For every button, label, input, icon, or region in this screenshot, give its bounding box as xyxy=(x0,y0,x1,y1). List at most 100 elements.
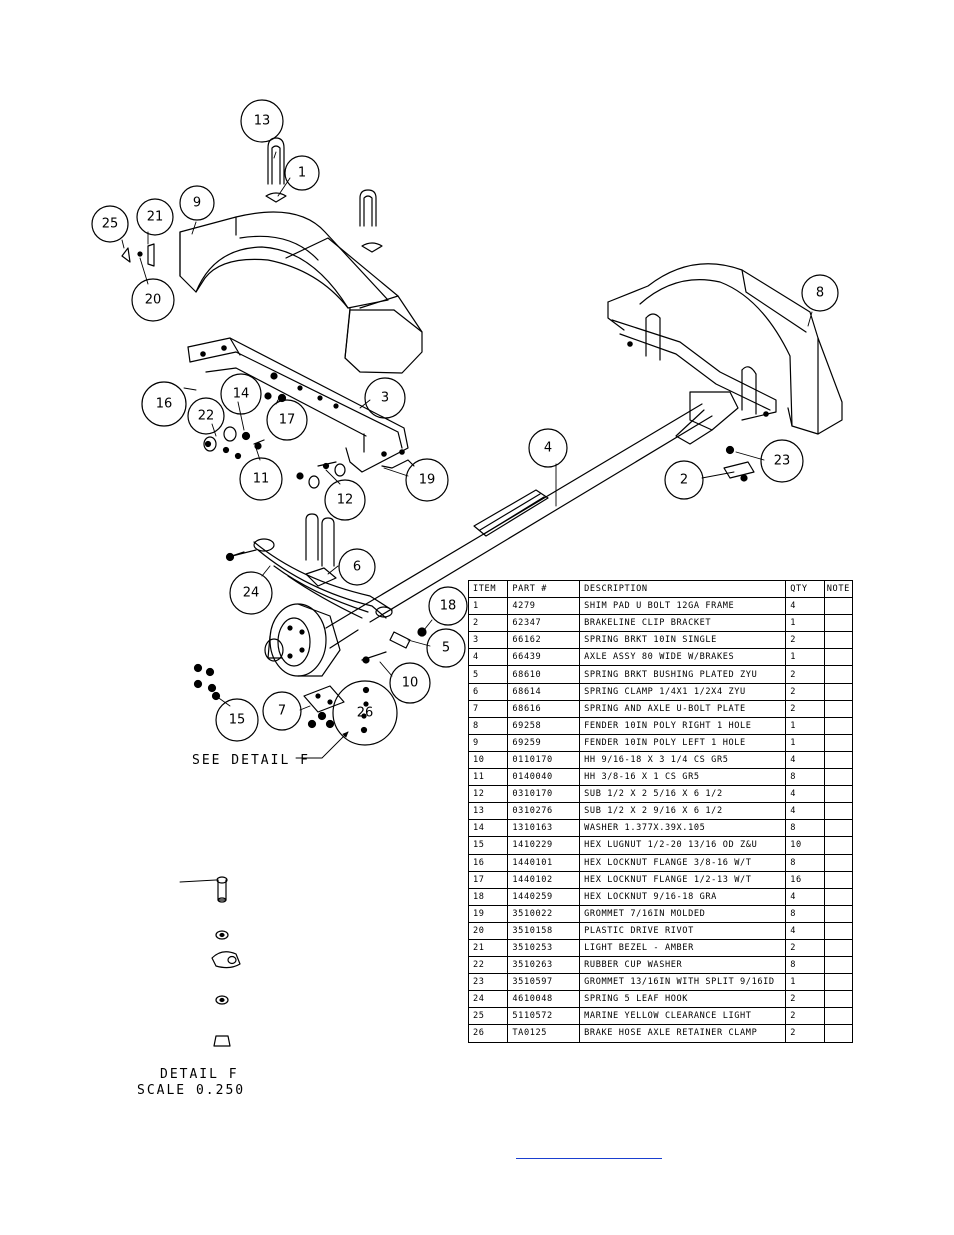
bom-cell-note xyxy=(823,750,854,770)
balloon-number: 4 xyxy=(544,441,552,456)
bom-cell-part: 66439 xyxy=(507,648,581,667)
footer-link[interactable] xyxy=(516,1146,662,1159)
bom-cell-qty: 2 xyxy=(785,631,825,650)
bom-cell-description: SPRING BRKT 10IN SINGLE xyxy=(579,631,787,650)
bom-cell-part: 69259 xyxy=(507,733,581,752)
balloon-circle xyxy=(426,628,466,668)
bom-cell-part: 66162 xyxy=(507,631,581,650)
balloon-number: 11 xyxy=(253,472,270,487)
balloon-circle xyxy=(266,399,308,441)
bom-cell-part: 3510022 xyxy=(507,904,581,923)
balloon-number: 17 xyxy=(279,413,296,428)
balloon-number: 19 xyxy=(419,473,436,488)
bom-cell-part: 1440101 xyxy=(507,853,581,872)
bom-cell-qty: 8 xyxy=(785,956,825,975)
bom-cell-qty: 4 xyxy=(785,750,825,770)
bom-cell-item: 6 xyxy=(467,682,509,701)
axle-tube xyxy=(355,391,739,623)
balloon-circle xyxy=(141,381,187,427)
bom-cell-description: BRAKELINE CLIP BRACKET xyxy=(579,614,787,633)
bom-cell-part: 4610048 xyxy=(507,990,581,1009)
bom-cell-description: SPRING BRKT BUSHING PLATED ZYU xyxy=(579,665,787,684)
bom-cell-description: SUB 1/2 X 2 9/16 X 6 1/2 xyxy=(579,802,787,821)
bom-cell-part: 0140040 xyxy=(507,768,581,787)
balloon-circle xyxy=(262,691,302,731)
hub-brake-drum xyxy=(264,603,359,677)
bom-cell-item: 3 xyxy=(467,631,509,650)
bom-cell-part: 0310170 xyxy=(507,785,581,804)
left-spring-bracket-frame xyxy=(187,337,409,473)
bom-cell-item: 5 xyxy=(467,665,509,684)
bom-cell-description: FENDER 10IN POLY RIGHT 1 HOLE xyxy=(579,716,787,735)
bom-cell-qty: 4 xyxy=(785,785,825,804)
bom-cell-qty: 2 xyxy=(785,682,825,701)
balloon-number: 5 xyxy=(442,641,450,656)
leaf-spring xyxy=(231,538,393,619)
bom-cell-description: GROMMET 7/16IN MOLDED xyxy=(579,904,787,923)
balloon-number: 25 xyxy=(102,217,119,232)
balloon-circle xyxy=(428,586,468,626)
bom-cell-description: SHIM PAD U BOLT 12GA FRAME xyxy=(579,597,787,616)
bom-cell-item: 11 xyxy=(467,768,509,787)
bom-cell-note xyxy=(823,819,854,838)
bom-cell-qty: 1 xyxy=(785,648,825,667)
bom-cell-qty: 2 xyxy=(785,699,825,718)
balloon-circle xyxy=(332,680,398,746)
bom-cell-note xyxy=(823,938,854,958)
bom-cell-part: 1440259 xyxy=(507,887,581,906)
bom-cell-part: 68614 xyxy=(507,682,581,701)
balloon-number: 15 xyxy=(229,713,246,728)
bom-cell-qty: 4 xyxy=(785,802,825,821)
bom-cell-note xyxy=(823,853,854,872)
bom-header-item: ITEM xyxy=(467,579,509,599)
right-spring-bracket-frame xyxy=(611,313,777,421)
bom-cell-note xyxy=(823,665,854,684)
right-fender xyxy=(607,263,843,435)
balloon-number: 9 xyxy=(193,196,201,211)
bom-cell-item: 24 xyxy=(467,990,509,1009)
balloon-number: 14 xyxy=(233,387,250,402)
balloon-circle xyxy=(229,571,273,615)
bom-cell-note xyxy=(823,990,854,1009)
bom-cell-part: 0310276 xyxy=(507,802,581,821)
bom-cell-item: 19 xyxy=(467,904,509,923)
balloon-circle xyxy=(324,479,366,521)
bom-cell-item: 12 xyxy=(467,785,509,804)
bom-cell-description: SUB 1/2 X 2 5/16 X 6 1/2 xyxy=(579,785,787,804)
bom-cell-note xyxy=(823,870,854,889)
bom-cell-item: 15 xyxy=(467,836,509,855)
bom-cell-item: 21 xyxy=(467,938,509,958)
bom-header-part: PART # xyxy=(507,579,581,599)
bom-cell-description: PLASTIC DRIVE RIVOT xyxy=(579,921,787,940)
detail-caption-title: DETAIL F xyxy=(160,1067,239,1082)
bom-cell-part: 68610 xyxy=(507,665,581,684)
bom-cell-qty: 2 xyxy=(785,1007,825,1026)
bom-cell-item: 8 xyxy=(467,716,509,735)
bom-cell-note xyxy=(823,785,854,804)
bom-cell-description: HEX LUGNUT 1/2-20 13/16 OD Z&U xyxy=(579,836,787,855)
bom-cell-note xyxy=(823,597,854,616)
bom-cell-description: HEX LOCKNUT FLANGE 1/2-13 W/T xyxy=(579,870,787,889)
balloon-circle xyxy=(220,373,262,415)
bom-cell-part: 4279 xyxy=(507,597,581,616)
balloon-number: 12 xyxy=(337,493,354,508)
bom-cell-note xyxy=(823,631,854,650)
balloon-circle xyxy=(364,377,406,419)
balloon-circle xyxy=(91,205,129,243)
balloon-circle xyxy=(389,662,431,704)
bom-cell-item: 23 xyxy=(467,973,509,992)
